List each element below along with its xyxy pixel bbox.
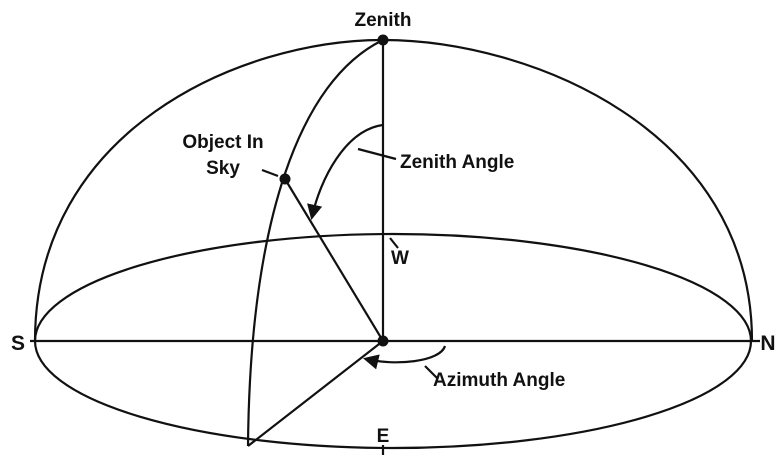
object-leader: [261, 168, 279, 178]
east-label: E: [377, 426, 390, 447]
north-label: N: [760, 332, 775, 355]
west-label: W: [391, 248, 409, 269]
azimuth-angle-arc: [363, 345, 447, 370]
zenith-angle-leader: [357, 147, 397, 161]
observer-point: [377, 335, 389, 347]
west-leader: [389, 237, 399, 249]
zenith-angle-arc: [307, 123, 384, 221]
dome-outline: [33, 38, 754, 342]
azimuth-angle-label: Azimuth Angle: [433, 370, 565, 391]
zenith-point: [377, 34, 389, 46]
azimuth-leader: [424, 365, 438, 379]
object-point: [279, 173, 291, 185]
object-label-line1: Object In: [182, 132, 263, 153]
zenith-label: Zenith: [355, 10, 412, 31]
observer-object-line: [284, 178, 384, 342]
zenith-angle-label: Zenith Angle: [400, 152, 514, 173]
observer-horizon-line: [247, 340, 384, 447]
object-meridian-arc: [246, 39, 384, 447]
south-label: S: [11, 332, 25, 355]
object-label-line2: Sky: [206, 158, 240, 179]
